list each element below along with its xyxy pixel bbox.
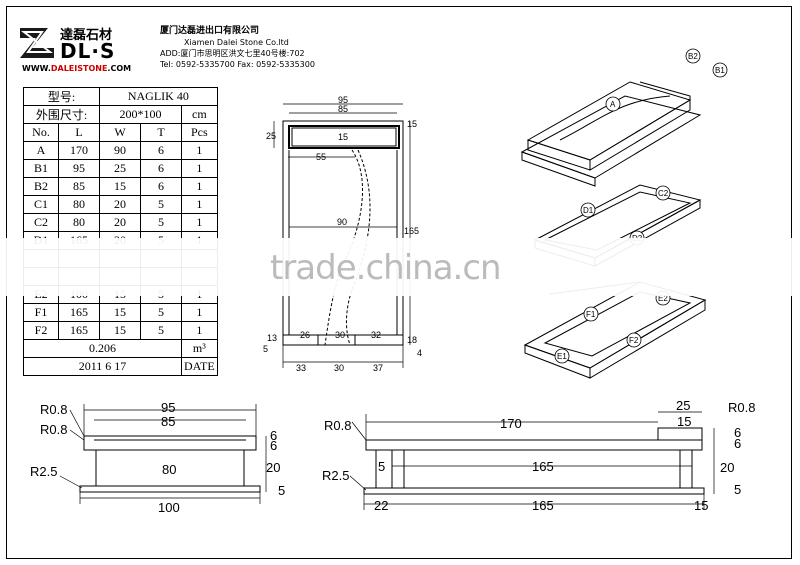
company-address: ADD:厦门市思明区洪文七里40号楼:702 bbox=[160, 49, 305, 58]
table-cell: 15 bbox=[99, 177, 141, 196]
table-cell: 25 bbox=[99, 159, 141, 178]
table-cell: B2 bbox=[23, 177, 59, 196]
table-cell: 6 bbox=[140, 177, 182, 196]
table-cell: 90 bbox=[99, 141, 141, 160]
model-label: 型号: bbox=[23, 87, 100, 106]
table-cell: 1 bbox=[181, 159, 218, 178]
company-contact: Tel: 0592-5335700 Fax: 0592-5335300 bbox=[160, 60, 315, 69]
table-cell: 5 bbox=[140, 195, 182, 214]
table-cell: 1 bbox=[181, 177, 218, 196]
table-cell: 15 bbox=[99, 321, 141, 340]
table-cell: 1 bbox=[181, 213, 218, 232]
date-value: 2011 6 17 bbox=[23, 357, 182, 376]
watermark-text: trade.china.cn bbox=[270, 248, 502, 288]
table-cell: 15 bbox=[99, 303, 141, 322]
size-unit: cm bbox=[181, 105, 218, 124]
model-value: NAGLIK 40 bbox=[99, 87, 218, 106]
company-logo: 達磊石材 DL·S bbox=[20, 22, 140, 72]
table-cell: 6 bbox=[140, 159, 182, 178]
table-cell: A bbox=[23, 141, 59, 160]
company-name-en: Xiamen Dalei Stone Co.ltd bbox=[184, 38, 289, 47]
table-cell: 85 bbox=[58, 177, 100, 196]
table-cell: C1 bbox=[23, 195, 59, 214]
logo-mark-icon bbox=[20, 28, 54, 58]
table-cell: B1 bbox=[23, 159, 59, 178]
size-label: 外围尺寸: bbox=[23, 105, 100, 124]
table-cell: 20 bbox=[99, 195, 141, 214]
date-label: DATE bbox=[181, 357, 218, 376]
table-cell: F2 bbox=[23, 321, 59, 340]
table-cell: 80 bbox=[58, 195, 100, 214]
table-cell: F1 bbox=[23, 303, 59, 322]
table-cell: 165 bbox=[58, 303, 100, 322]
watermark-band bbox=[0, 238, 800, 296]
table-cell: 95 bbox=[58, 159, 100, 178]
company-name-cn: 厦门达磊进出口有限公司 bbox=[160, 26, 260, 36]
size-value: 200*100 bbox=[99, 105, 182, 124]
volume-value: 0.206 bbox=[23, 339, 182, 358]
table-cell: C2 bbox=[23, 213, 59, 232]
table-cell: 1 bbox=[181, 195, 218, 214]
table-cell: 1 bbox=[181, 321, 218, 340]
table-cell: 165 bbox=[58, 321, 100, 340]
website-link: WWW.DALEISTONE.COM bbox=[22, 64, 132, 73]
table-header-row: No. L W T Pcs bbox=[23, 123, 218, 142]
table-cell: 170 bbox=[58, 141, 100, 160]
table-cell: 1 bbox=[181, 141, 218, 160]
table-cell: 5 bbox=[140, 213, 182, 232]
table-cell: 80 bbox=[58, 213, 100, 232]
table-cell: 5 bbox=[140, 321, 182, 340]
table-cell: 6 bbox=[140, 141, 182, 160]
logo-dls-text: DL·S bbox=[60, 39, 116, 63]
company-info: 厦门达磊进出口有限公司 Xiamen Dalei Stone Co.ltd AD… bbox=[160, 26, 340, 70]
table-cell: 1 bbox=[181, 303, 218, 322]
spec-table: 型号: NAGLIK 40 外围尺寸: 200*100 cm No. L W T… bbox=[23, 87, 218, 376]
logo-cn-text: 達磊石材 bbox=[60, 28, 113, 43]
volume-unit: m³ bbox=[181, 339, 218, 358]
table-cell: 20 bbox=[99, 213, 141, 232]
table-cell: 5 bbox=[140, 303, 182, 322]
